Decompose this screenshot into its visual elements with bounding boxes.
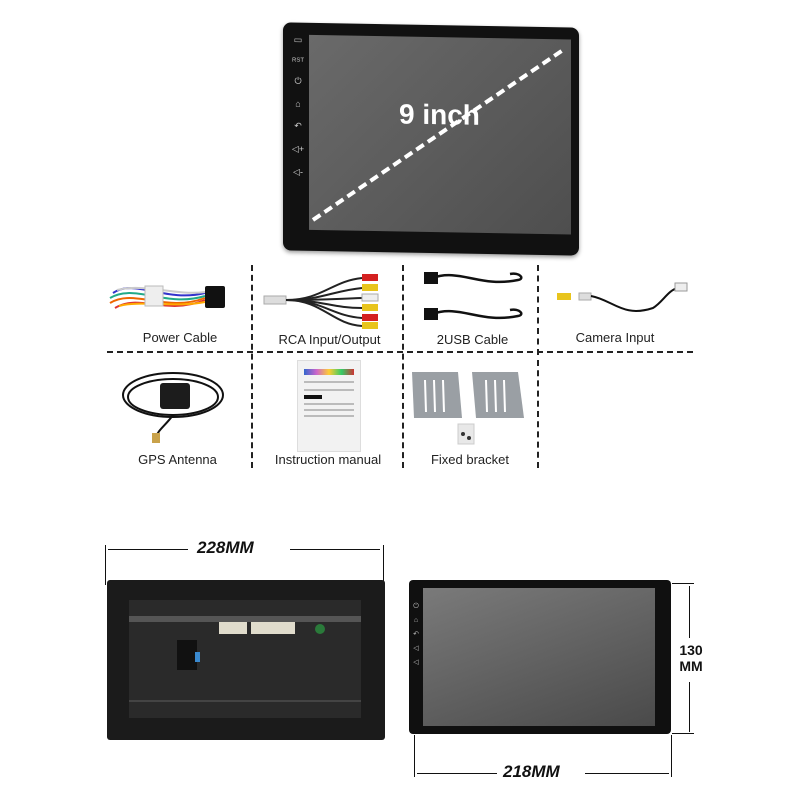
- dim-arrow-right: [290, 549, 380, 550]
- mic-icon: ▭: [293, 34, 303, 45]
- divider: [402, 265, 404, 468]
- gps-port: [315, 624, 325, 634]
- front-screen: [423, 588, 655, 726]
- height-unit: MM: [679, 658, 703, 674]
- back-width-label: 228MM: [197, 538, 254, 557]
- accessory-label-manual: Instruction manual: [274, 452, 382, 467]
- front-height-label: 130 MM: [676, 642, 706, 674]
- dim-arrow-left: [417, 773, 497, 774]
- connector-port: [219, 622, 247, 634]
- dim-tick: [672, 733, 694, 734]
- front-side-buttons: ⏻⌂↶◁◁: [413, 603, 419, 666]
- gps-antenna-image: [122, 372, 224, 443]
- divider: [537, 265, 539, 355]
- volume-down-icon: ◁-: [293, 166, 303, 177]
- harness-port: [177, 640, 197, 670]
- side-button-column: ▭ RST ⏻ ⌂ ↶ ◁+ ◁-: [291, 35, 305, 195]
- home-icon: ⌂: [295, 98, 301, 109]
- accessory-label-bracket: Fixed bracket: [430, 452, 510, 467]
- camera-cable-image: [557, 282, 688, 312]
- divider: [251, 265, 253, 468]
- connector-port: [251, 622, 295, 634]
- diagonal-dashed-line: [311, 47, 566, 222]
- back-panel: [129, 600, 361, 718]
- accessory-label-camera: Camera Input: [575, 330, 655, 345]
- divider: [537, 360, 539, 468]
- front-width-label: 218MM: [503, 762, 560, 781]
- power-icon: ⏻: [294, 75, 302, 86]
- instruction-manual-image: [297, 360, 361, 452]
- usb-cable-image: [424, 272, 523, 320]
- height-value: 130: [679, 642, 703, 658]
- dim-tick: [414, 735, 415, 777]
- power-cable-image: [109, 285, 225, 309]
- dim-tick: [105, 545, 106, 585]
- rca-cable-image: [263, 274, 379, 329]
- dim-tick: [671, 735, 672, 777]
- dim-tick: [672, 583, 694, 584]
- back-icon: ↶: [294, 120, 302, 131]
- dim-arrow-up: [689, 586, 690, 638]
- dim-arrow-down: [689, 682, 690, 732]
- accessory-label-gps: GPS Antenna: [138, 452, 217, 467]
- head-unit-back-view: [107, 580, 385, 740]
- hero-head-unit: ▭ RST ⏻ ⌂ ↶ ◁+ ◁- 9 inch: [283, 22, 579, 256]
- accessory-label-power-cable: Power Cable: [142, 330, 218, 345]
- screen-size-label: 9 inch: [399, 98, 480, 131]
- accessory-label-usb: 2USB Cable: [436, 332, 509, 347]
- volume-up-icon: ◁+: [291, 143, 305, 154]
- manual-icon-strip: [304, 369, 354, 375]
- dim-arrow-right: [585, 773, 669, 774]
- head-unit-front-view: ⏻⌂↶◁◁: [409, 580, 671, 734]
- fixed-bracket-image: [412, 372, 524, 445]
- hero-screen: 9 inch: [309, 34, 571, 235]
- accessory-label-rca: RCA Input/Output: [278, 332, 381, 347]
- usb-port: [195, 652, 200, 662]
- row-divider: [107, 351, 693, 353]
- reset-icon: RST: [292, 57, 304, 64]
- dim-arrow-left: [108, 549, 188, 550]
- hero-frame: ▭ RST ⏻ ⌂ ↶ ◁+ ◁- 9 inch: [283, 22, 579, 256]
- dim-tick: [383, 545, 384, 585]
